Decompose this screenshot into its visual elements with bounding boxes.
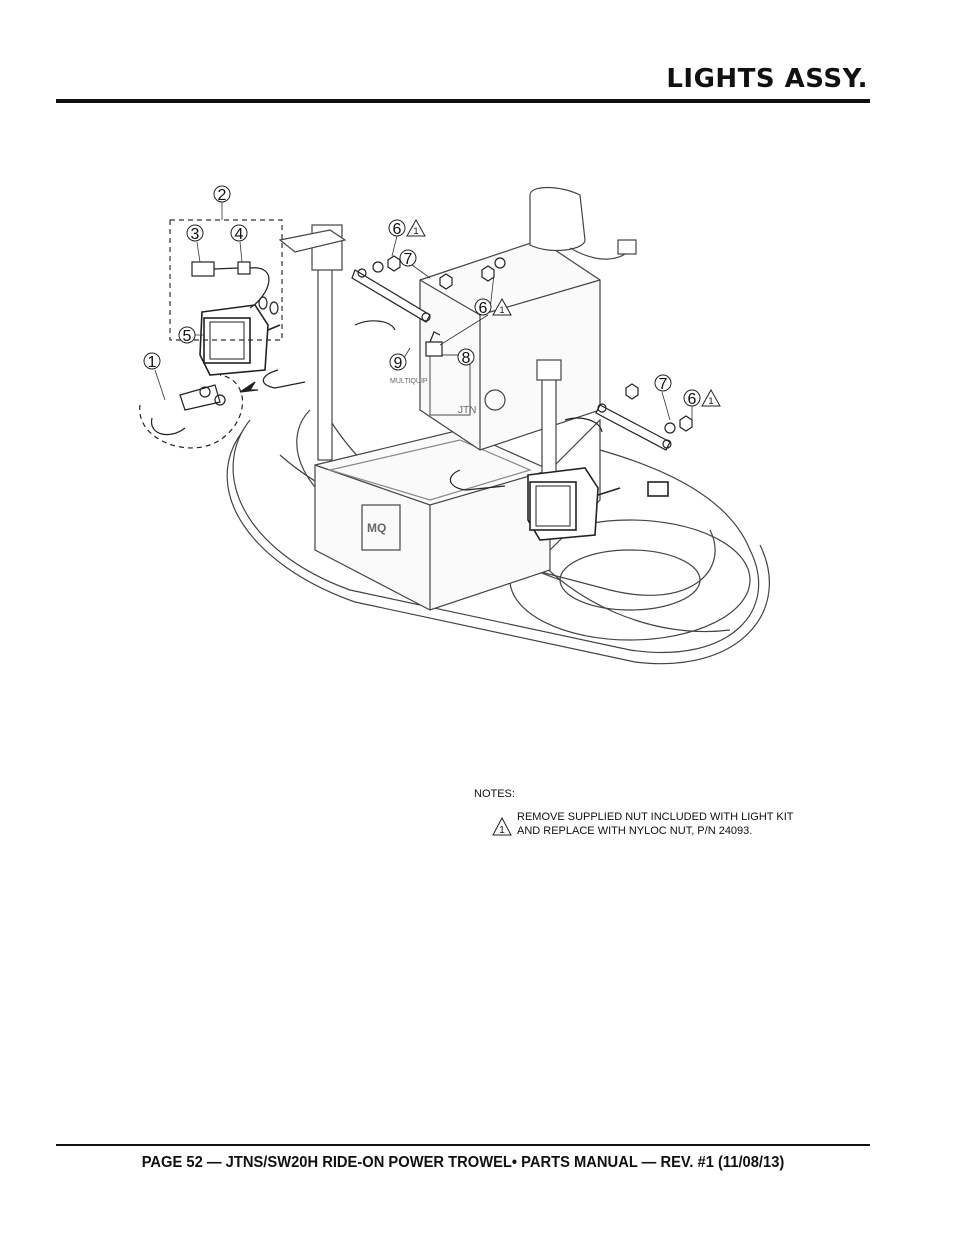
svg-text:9: 9 [394, 355, 403, 372]
fuel-tank [529, 186, 637, 260]
u-bolt-right [449, 469, 506, 491]
svg-text:JTN: JTN [458, 405, 476, 416]
svg-text:3: 3 [191, 226, 200, 243]
svg-text:1: 1 [708, 396, 713, 406]
machine-body [314, 239, 601, 611]
page-footer: PAGE 52 — JTNS/SW20H RIDE-ON POWER TROWE… [141, 1154, 785, 1171]
right-lamp [527, 467, 669, 541]
note-text: REMOVE SUPPLIED NUT INCLUDED WITH LIGHT … [517, 811, 794, 837]
callout-9: 9 [389, 353, 407, 372]
callout-4: 4 [230, 224, 248, 243]
lights-assembly-diagram: MULTIQUIP JTN MQ 1 2 3 4 5 6 1 7 6 1 [139, 185, 770, 665]
callout-5: 5 [178, 326, 196, 345]
svg-text:2: 2 [218, 187, 227, 204]
u-bolt [262, 369, 306, 389]
switch [425, 331, 443, 357]
svg-text:1: 1 [499, 825, 505, 836]
callout-6a: 6 1 [388, 218, 426, 238]
svg-text:1: 1 [499, 305, 504, 315]
mounting-bracket [351, 268, 672, 451]
connector-plug [191, 261, 279, 315]
notes-heading: NOTES: [474, 788, 515, 800]
callout-8: 8 [457, 348, 475, 367]
callout-6c: 6 1 [683, 388, 721, 408]
header-rule [56, 99, 870, 103]
u-bolt-detail [139, 374, 259, 449]
svg-text:MQ: MQ [367, 521, 386, 535]
svg-text:6: 6 [479, 300, 488, 317]
svg-text:8: 8 [462, 350, 471, 367]
callout-7b: 7 [654, 374, 672, 393]
nuts [372, 255, 693, 434]
callout-1: 1 [143, 352, 161, 371]
hood-lettering: MULTIQUIP JTN MQ [367, 378, 476, 535]
svg-text:MULTIQUIP: MULTIQUIP [390, 378, 428, 385]
svg-text:1: 1 [148, 354, 157, 371]
svg-text:6: 6 [688, 391, 697, 408]
svg-text:4: 4 [235, 226, 244, 243]
warning-triangle-icon: 1 [492, 816, 512, 836]
page-title: LIGHTS ASSY. [666, 64, 868, 94]
left-light-post [278, 224, 347, 461]
svg-text:6: 6 [393, 221, 402, 238]
callout-3: 3 [186, 224, 204, 243]
svg-text:5: 5 [183, 328, 192, 345]
footer-rule [56, 1144, 870, 1146]
callout-2: 2 [213, 185, 231, 204]
assembly-group-box [169, 219, 283, 341]
svg-text:7: 7 [659, 376, 668, 393]
svg-text:1: 1 [413, 226, 418, 236]
callout-7a: 7 [399, 249, 417, 268]
callout-6b: 6 1 [474, 297, 512, 317]
svg-text:7: 7 [404, 251, 413, 268]
